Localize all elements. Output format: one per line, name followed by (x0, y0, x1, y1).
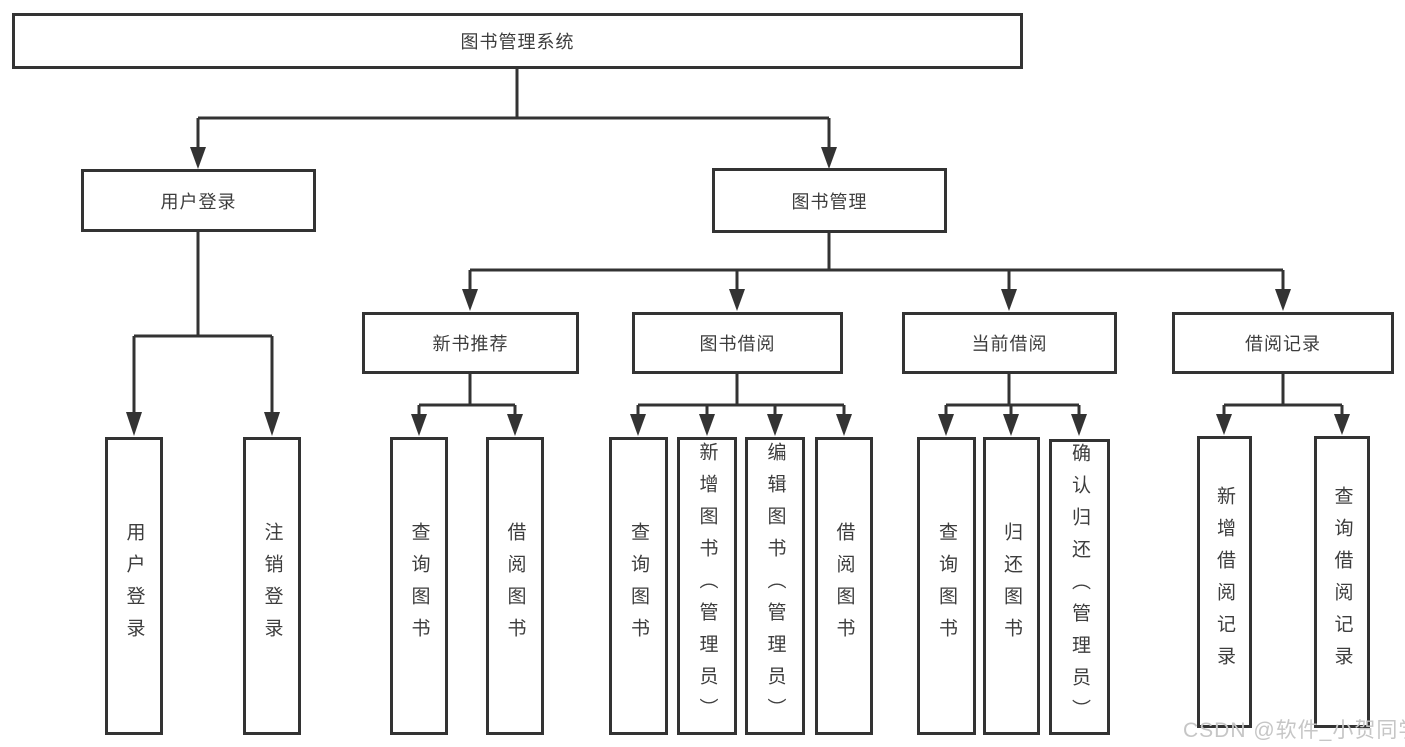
arrowhead-user-login (190, 147, 206, 169)
arrowhead-leaf (1003, 414, 1019, 436)
node-current-borrowing: 当前借阅 (902, 312, 1117, 374)
node-label: 借阅记录 (1245, 334, 1321, 354)
node-label: 注销登录 (261, 522, 283, 650)
arrowhead-leaf (630, 414, 646, 436)
arrowhead-leaf (1071, 414, 1087, 436)
leaf-logout: 注销登录 (243, 437, 301, 735)
connector-borrow-children (636, 374, 846, 416)
arrowhead-leaf (938, 414, 954, 436)
connector-book-mgmt-children (468, 233, 1285, 291)
node-label: 新增图书（管理员） (696, 442, 718, 730)
node-book-borrowing: 图书借阅 (632, 312, 843, 374)
node-label: 图书借阅 (699, 334, 776, 354)
leaf-query-books-borrow: 查询图书 (609, 437, 668, 735)
arrowhead-logout-leaf (264, 412, 280, 436)
arrowhead-leaf (1334, 414, 1350, 435)
node-user-login: 用户登录 (81, 169, 316, 232)
node-label: 当前借阅 (971, 334, 1048, 354)
csdn-watermark: CSDN @软件_小贺同学 (1183, 719, 1405, 742)
node-root-system: 图书管理系统 (12, 13, 1023, 69)
connector-new-rec-children (417, 374, 517, 416)
arrowhead-new-rec (462, 289, 478, 311)
node-label: 归还图书 (1001, 522, 1022, 650)
leaf-return-books: 归还图书 (983, 437, 1040, 735)
connector-root-to-level2 (196, 69, 831, 148)
leaf-borrow-books: 借阅图书 (815, 437, 873, 735)
node-new-book-recommend: 新书推荐 (362, 312, 579, 374)
node-label: 查询图书 (628, 522, 649, 650)
leaf-add-borrow-record: 新增借阅记录 (1197, 436, 1252, 728)
arrowhead-leaf (1216, 414, 1232, 435)
node-label: 新书推荐 (432, 334, 509, 354)
node-label: 查询借阅记录 (1331, 486, 1353, 678)
connector-records-children (1222, 374, 1344, 416)
leaf-query-books-current: 查询图书 (917, 437, 976, 735)
leaf-edit-books-admin: 编辑图书（管理员） (745, 437, 805, 735)
leaf-query-books-rec: 查询图书 (390, 437, 448, 735)
connector-current-children (944, 374, 1081, 416)
node-label: 图书管理系统 (460, 32, 575, 52)
node-book-management: 图书管理 (712, 168, 947, 233)
node-label: 借阅图书 (504, 522, 526, 650)
node-label: 用户登录 (123, 522, 145, 650)
arrowhead-current (1001, 289, 1017, 311)
leaf-confirm-return-admin: 确认归还（管理员） (1049, 439, 1110, 735)
arrowhead-borrow (729, 289, 745, 311)
arrowhead-leaf (411, 414, 427, 436)
leaf-query-borrow-record: 查询借阅记录 (1314, 436, 1370, 728)
arrowhead-book-mgmt (821, 147, 837, 169)
arrowhead-records (1275, 289, 1291, 311)
leaf-user-login: 用户登录 (105, 437, 163, 735)
node-label: 确认归还（管理员） (1069, 443, 1090, 731)
leaf-add-books-admin: 新增图书（管理员） (677, 437, 737, 735)
leaf-borrow-books-rec: 借阅图书 (486, 437, 544, 735)
node-label: 编辑图书（管理员） (764, 442, 786, 730)
arrowhead-leaf (699, 414, 715, 436)
node-label: 图书管理 (791, 191, 868, 212)
node-label: 用户登录 (160, 191, 237, 212)
arrowhead-login-leaf (126, 412, 142, 436)
node-label: 查询图书 (408, 522, 430, 650)
node-label: 查询图书 (936, 522, 957, 650)
arrowhead-leaf (507, 414, 523, 436)
node-label: 借阅图书 (833, 522, 855, 650)
node-borrow-records: 借阅记录 (1172, 312, 1394, 374)
connector-user-login-children (132, 231, 274, 414)
arrowhead-leaf (836, 414, 852, 436)
arrowhead-leaf (767, 414, 783, 436)
node-label: 新增借阅记录 (1214, 486, 1235, 678)
